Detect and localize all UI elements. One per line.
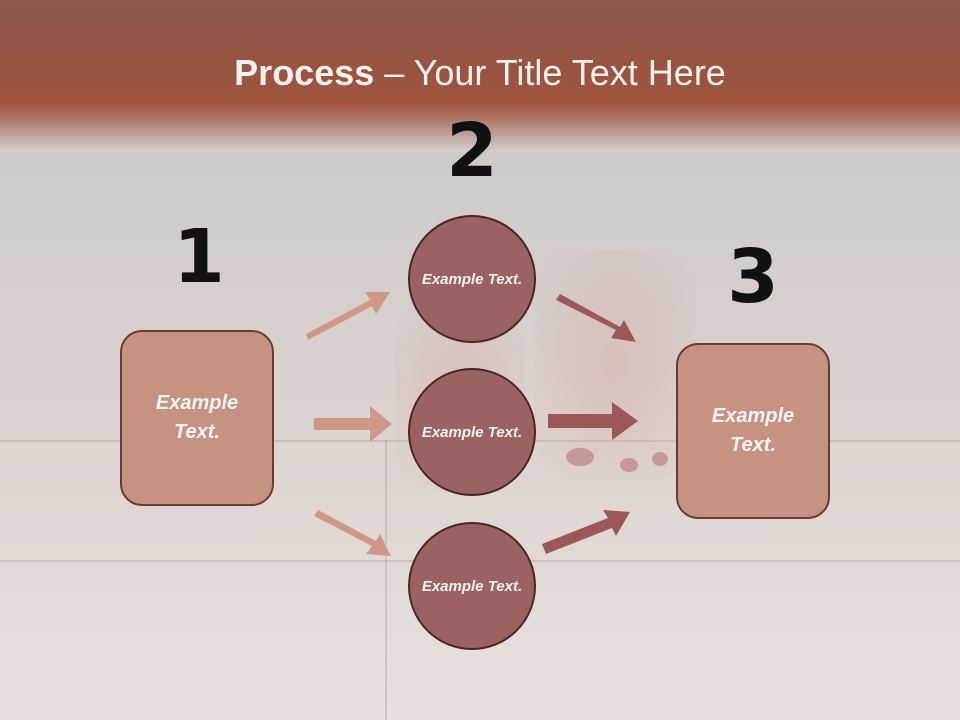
arrow-down-right-icon bbox=[314, 510, 391, 556]
circle-bottom-text: Example Text. bbox=[421, 577, 523, 595]
circle-top-text: Example Text. bbox=[421, 270, 523, 288]
floor-tile-line bbox=[385, 440, 387, 720]
toe bbox=[652, 452, 668, 466]
step-2-circle-bottom: Example Text. bbox=[408, 522, 536, 650]
step-number-2: 2 bbox=[446, 108, 498, 194]
foot-right bbox=[535, 250, 695, 480]
title-rest: – Your Title Text Here bbox=[374, 52, 726, 93]
arrow-down-right-icon bbox=[556, 294, 636, 342]
arrow-up-right-icon bbox=[542, 510, 630, 554]
arrow-right-icon bbox=[314, 406, 392, 442]
step-1-box: Example Text. bbox=[120, 330, 274, 506]
step-2-circle-middle: Example Text. bbox=[408, 368, 536, 496]
step-3-text: Example Text. bbox=[711, 405, 795, 456]
step-2-circle-top: Example Text. bbox=[408, 215, 536, 343]
circle-middle-text: Example Text. bbox=[421, 423, 523, 441]
step-number-1: 1 bbox=[173, 214, 225, 300]
step-1-text: Example Text. bbox=[155, 392, 239, 443]
title-banner bbox=[0, 0, 960, 150]
toe bbox=[620, 458, 638, 472]
toe bbox=[566, 448, 594, 466]
slide-title: Process – Your Title Text Here bbox=[0, 52, 960, 94]
step-3-box: Example Text. bbox=[676, 343, 830, 519]
title-bold: Process bbox=[234, 52, 375, 93]
step-number-3: 3 bbox=[727, 234, 779, 320]
arrow-up-right-icon bbox=[306, 292, 390, 340]
arrow-right-icon bbox=[548, 402, 638, 440]
